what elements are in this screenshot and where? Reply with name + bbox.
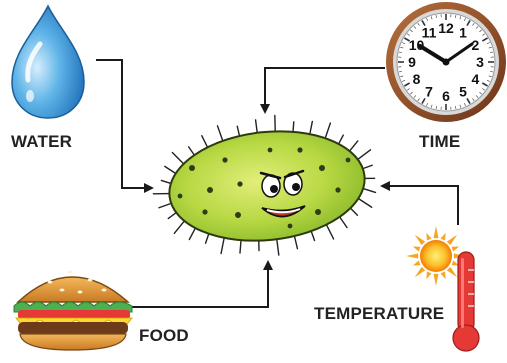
clock-number: 5: [459, 83, 467, 99]
clock-number: 1: [459, 25, 467, 41]
water-label: WATER: [11, 132, 72, 152]
arrow-water-to-bacterium: [96, 60, 152, 188]
clock-number: 9: [408, 54, 416, 70]
arrow-time-to-bacterium: [265, 68, 385, 112]
food-label: FOOD: [139, 326, 189, 346]
sun-icon: [406, 226, 466, 286]
clock-number: 4: [472, 71, 480, 87]
arrow-temperature-to-bacterium: [382, 186, 458, 225]
clock-number: 8: [413, 71, 421, 87]
clock-number: 6: [442, 88, 450, 104]
burger-icon: [14, 271, 132, 351]
bacterium-icon: [153, 115, 375, 255]
arrow-food-to-bacterium: [132, 262, 268, 307]
clock-number: 3: [476, 54, 484, 70]
clock-number: 7: [425, 83, 433, 99]
water-drop-icon: [12, 6, 84, 118]
clock-number: 12: [438, 20, 454, 36]
clock-number: 11: [422, 25, 437, 41]
temperature-label: TEMPERATURE: [314, 304, 444, 324]
time-label: TIME: [419, 132, 460, 152]
thermometer-icon: [453, 252, 479, 351]
